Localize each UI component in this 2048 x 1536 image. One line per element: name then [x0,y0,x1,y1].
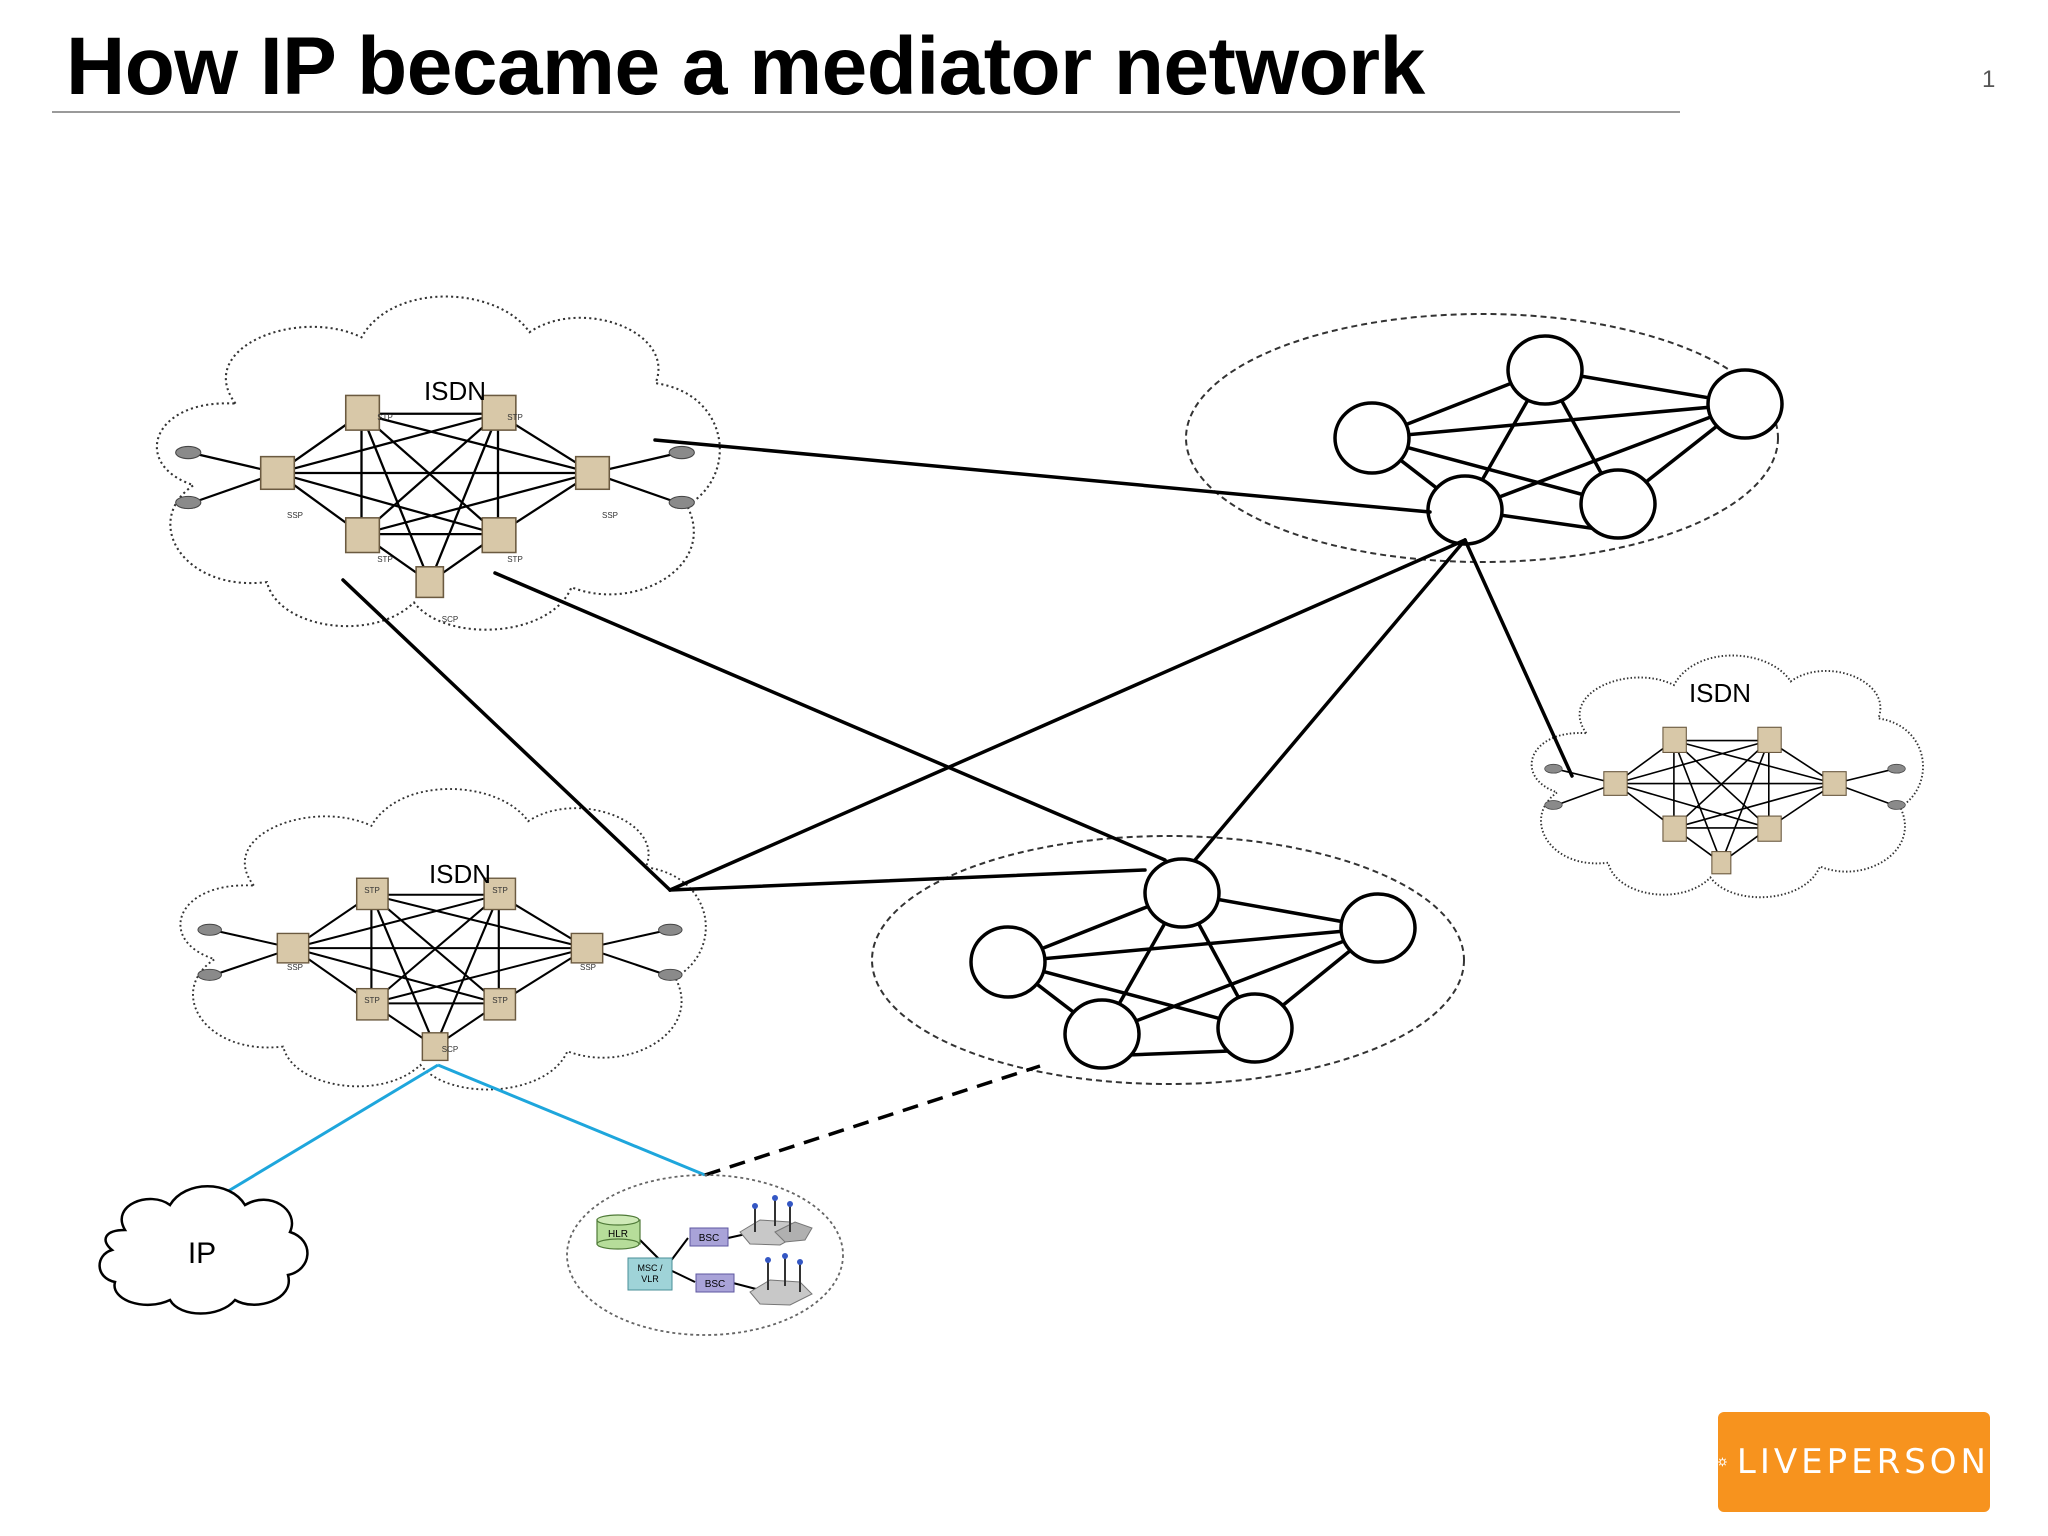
network-node [1339,892,1417,964]
mobile-network: HLR MSC / VLR BSC BSC [566,1174,844,1336]
isdn-label-right: ISDN [1689,678,1751,708]
stp-label: STP [364,886,380,895]
network-node [1426,474,1504,546]
ssp-label: SSP [580,963,596,972]
interconnect-links [341,438,1574,892]
network-node [1143,857,1221,929]
isdn-cloud-top-left [155,295,721,631]
isdn-label-bottom-left: ISDN [429,859,491,889]
bsc-label-top: BSC [699,1233,720,1244]
sun-icon [1718,1457,1727,1467]
network-node [1216,992,1294,1064]
ssp-label: SSP [287,963,303,972]
core-network-top [1185,313,1784,563]
stp-label: STP [507,555,523,564]
ssp-label: SSP [287,511,303,520]
core-network-bottom [871,835,1465,1085]
network-node [969,925,1047,999]
stp-label: STP [507,413,523,422]
network-boundary [1185,313,1779,563]
msc-vlr-box [627,1257,673,1291]
title-divider [52,111,1680,113]
logo-text: LIVEPERSON [1736,1442,1990,1482]
isdn-label-top-left: ISDN [424,376,486,406]
liveperson-logo: LIVEPERSON [1718,1412,1990,1512]
scp-label: SCP [442,1045,458,1054]
ip-cloud: IP [98,1185,309,1315]
vlr-label: VLR [641,1274,659,1284]
msc-label: MSC / [637,1263,663,1273]
hlr-database-icon [596,1214,641,1250]
network-node [1333,401,1411,475]
bsc-box-bottom [695,1273,735,1293]
stp-label: STP [492,996,508,1005]
page-number: 1 [1982,66,1996,93]
ip-cloud-label: IP [188,1237,216,1270]
dashed-mobile-link [704,1064,1041,1177]
cell-towers-top [739,1195,813,1246]
stp-label: STP [377,555,393,564]
scp-label: SCP [442,615,458,624]
network-node [1706,368,1784,440]
network-node [1579,468,1657,540]
slide-title: How IP became a mediator network [66,21,1425,112]
bsc-label-bottom: BSC [705,1279,726,1290]
mobile-network-boundary [566,1174,844,1336]
bsc-box-top [689,1227,729,1247]
network-node [1506,334,1584,406]
stp-label: STP [364,996,380,1005]
stp-label: STP [377,413,393,422]
cell-towers-bottom [749,1253,813,1306]
ip-links [204,1063,706,1207]
network-boundary [871,835,1465,1085]
hlr-label: HLR [608,1229,628,1240]
ssp-label: SSP [602,511,618,520]
stp-label: STP [492,886,508,895]
network-node [1063,998,1141,1070]
